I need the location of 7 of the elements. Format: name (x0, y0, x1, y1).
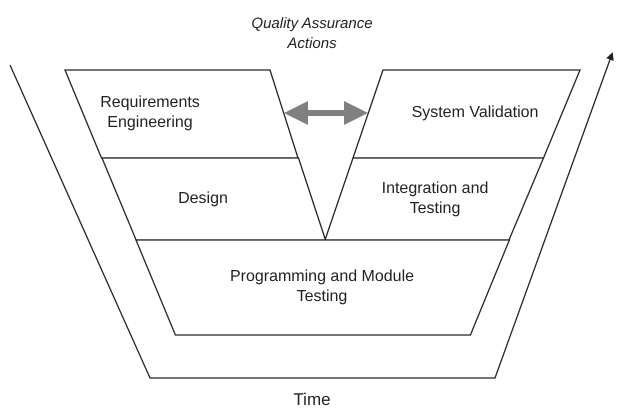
phase-label: Integration and Testing (380, 179, 490, 219)
double-arrow (284, 101, 368, 125)
phase-label: System Validation (410, 103, 540, 123)
phase-label: Requirements Engineering (99, 93, 201, 133)
axis-label: Time (293, 390, 331, 410)
phase-label: Design (177, 189, 229, 209)
phase-label: Programming and Module Testing (228, 267, 416, 307)
